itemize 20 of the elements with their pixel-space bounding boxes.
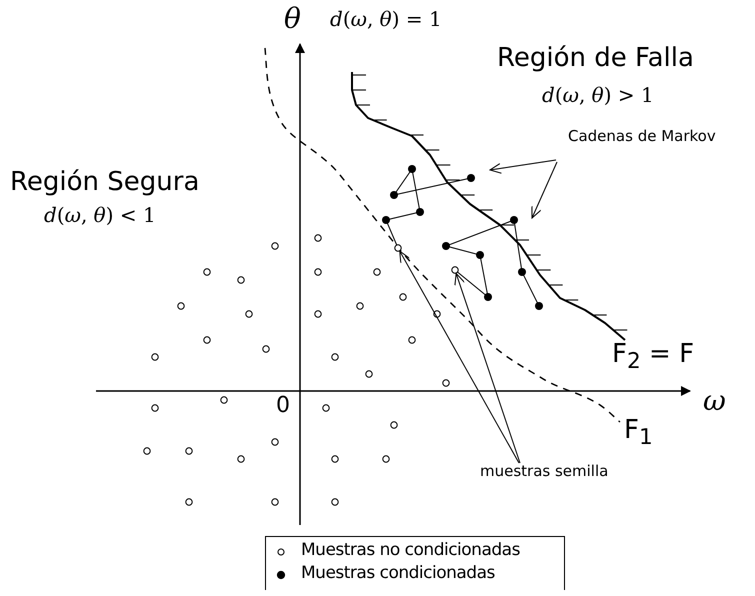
callout-text: Cadenas de Markov: [568, 128, 716, 144]
legend-text: Muestras no condicionadas: [301, 541, 520, 560]
axis-label: θ: [284, 4, 301, 35]
seed-sample-point: [394, 244, 402, 252]
legend-text: Muestras condicionadas: [301, 564, 495, 583]
region-label: Región de Falla: [497, 44, 694, 73]
equation-label: d(ω, θ) > 1: [542, 84, 654, 106]
leader-arrow: [531, 162, 558, 218]
equation-label: d(ω, θ) = 1: [330, 8, 442, 30]
leader-arrow: [399, 250, 520, 464]
region-label: Región Segura: [10, 168, 200, 197]
leader-arrow: [490, 160, 556, 174]
seed-sample-point: [451, 266, 459, 274]
equation-label: d(ω, θ) < 1: [44, 204, 156, 226]
callout-text: muestras semilla: [480, 463, 608, 480]
axis-label: ω: [703, 386, 726, 417]
curve-label: F$_{2}$ = F: [612, 340, 694, 374]
origin-label: 0: [276, 394, 290, 418]
curve-label: F$_{1}$: [624, 416, 653, 450]
leader-arrow: [454, 272, 520, 464]
